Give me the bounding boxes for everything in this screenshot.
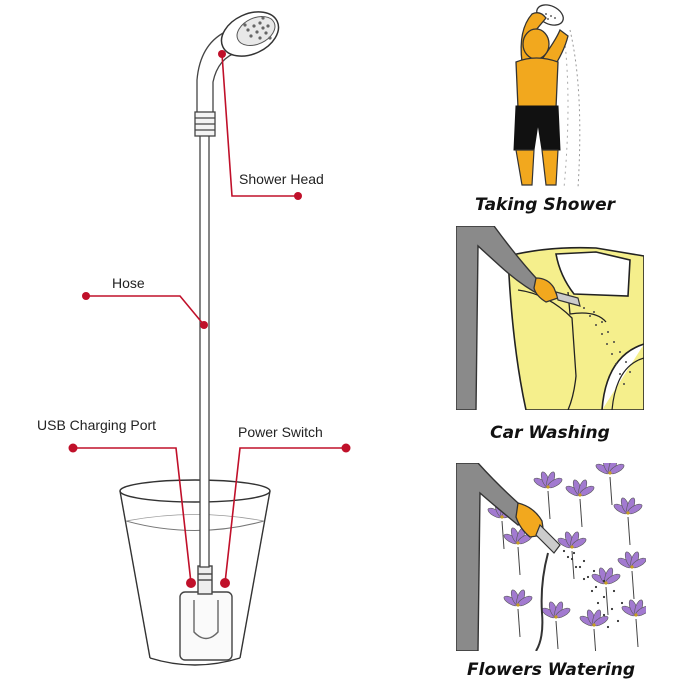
caption-shower: Taking Shower (474, 195, 616, 215)
callout-usb (73, 447, 192, 584)
callout-dots (68, 50, 351, 588)
dot-usb-a (68, 443, 78, 453)
dot-hose-a (82, 292, 90, 300)
shower-pole (194, 31, 239, 568)
flower (591, 567, 621, 616)
flower (617, 551, 646, 600)
label-hose: Hose (112, 275, 145, 291)
flowers-watering-illustration (456, 463, 646, 651)
callout-shower-head (221, 53, 298, 197)
panel-flowers (456, 463, 646, 651)
dot-shower-head-b (294, 192, 302, 200)
flower (579, 609, 609, 651)
flower (503, 589, 533, 638)
panel-car (456, 226, 644, 410)
pump-unit (179, 565, 233, 661)
label-usb-port: USB Charging Port (37, 417, 157, 433)
flower (541, 601, 571, 650)
caption-car: Car Washing (490, 423, 610, 443)
dot-power-a (341, 443, 351, 453)
flower (595, 463, 625, 506)
callout-lines (73, 53, 346, 584)
flower (613, 497, 643, 546)
bucket (119, 479, 271, 666)
shower-head (220, 11, 280, 57)
label-shower-head: Shower Head (239, 171, 324, 187)
caption-flowers: Flowers Watering (467, 660, 635, 680)
dot-usb-b (186, 578, 196, 588)
dot-hose-b (200, 321, 208, 329)
flower (621, 599, 646, 648)
shower-person-illustration (513, 4, 581, 188)
panel-shower (460, 0, 630, 188)
dot-shower-head-a (218, 50, 226, 58)
label-power-switch: Power Switch (238, 424, 323, 440)
flower (557, 531, 587, 580)
dot-power-b (220, 578, 230, 588)
callout-power (224, 447, 346, 584)
water-surface (125, 520, 265, 531)
flower (533, 471, 563, 520)
car-washing-illustration (456, 226, 644, 410)
callout-hose (86, 295, 205, 326)
flower (565, 479, 595, 528)
